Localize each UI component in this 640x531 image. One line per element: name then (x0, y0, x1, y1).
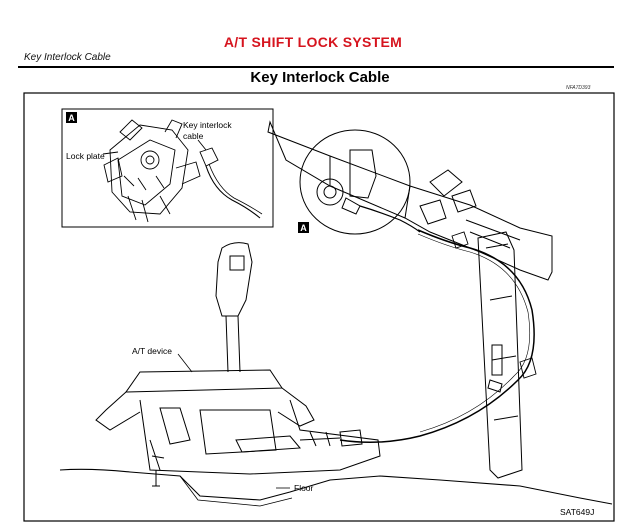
at-device-leader (177, 353, 193, 373)
inset-detail-a (61, 108, 274, 228)
floor-label: Floor (294, 483, 314, 493)
at-device-label: A/T device (132, 346, 172, 356)
figure-title: Key Interlock Cable (250, 69, 390, 86)
lock-plate-label: Lock plate (66, 151, 105, 161)
section-label: Key Interlock Cable (24, 52, 111, 63)
figure-code: NFA7D393 (566, 85, 591, 91)
steering-column (267, 120, 553, 281)
detail-tag-a: A (300, 223, 307, 233)
key-interlock-cable-label-1: Key interlock (183, 120, 232, 130)
interlock-cable (339, 229, 537, 443)
header-rule (18, 66, 614, 68)
detail-circle (299, 129, 421, 235)
at-device (59, 242, 613, 507)
key-interlock-cable-label-2: cable (183, 131, 204, 141)
figure-ref-code: SAT649J (560, 507, 594, 517)
detail-tag-a-box (298, 222, 309, 233)
inset-tag-a: A (68, 113, 75, 123)
page-header-title: A/T SHIFT LOCK SYSTEM (223, 34, 403, 50)
figure-frame (23, 92, 615, 522)
support-bracket (477, 231, 523, 479)
inset-tag-a-box (66, 112, 77, 123)
